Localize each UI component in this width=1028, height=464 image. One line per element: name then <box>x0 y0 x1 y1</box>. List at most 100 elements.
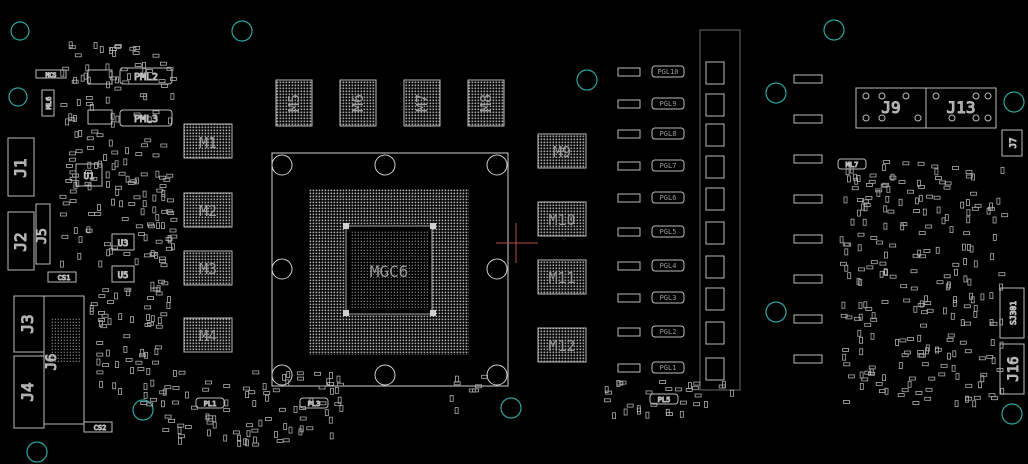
vrm-choke-pgl8: PGL8 <box>617 123 725 147</box>
smd-pad <box>964 321 971 326</box>
smd-pad <box>185 391 189 399</box>
smd-pad <box>912 401 920 406</box>
passive-components <box>59 41 1009 447</box>
smd-pad <box>88 211 95 216</box>
smd-pad <box>69 176 77 181</box>
smd-pad <box>604 398 611 403</box>
smd-pad <box>868 371 875 376</box>
smd-pad <box>990 253 994 261</box>
smd-pad <box>666 412 673 416</box>
memory-chip-m10: M10 <box>537 201 587 237</box>
smd-pad <box>265 394 269 402</box>
smd-pad <box>870 317 878 322</box>
smd-pad <box>90 176 98 181</box>
smd-pad <box>134 177 139 185</box>
smd-pad <box>184 425 192 430</box>
smd-pad <box>943 185 951 190</box>
smd-pad <box>104 242 111 247</box>
smd-pad <box>960 201 964 209</box>
cs2-part <box>83 421 113 433</box>
smd-pad <box>328 416 333 424</box>
smd-pad <box>125 357 133 362</box>
smd-pad <box>604 386 609 394</box>
smd-pad <box>206 420 214 425</box>
smd-pad <box>168 117 172 125</box>
left-bottom-chokes: PL1 PL3 <box>195 397 329 409</box>
smd-pad <box>970 191 977 196</box>
smd-pad <box>170 243 175 251</box>
smd-pad <box>934 168 939 176</box>
smd-pad <box>110 112 115 120</box>
smd-pad <box>94 212 102 216</box>
gpu-core-balls <box>350 230 428 310</box>
smd-pad <box>966 216 971 224</box>
smd-pad <box>955 372 960 380</box>
smd-pad <box>895 338 899 346</box>
smd-pad <box>924 396 932 401</box>
smd-pad <box>119 200 123 208</box>
smd-pad <box>693 381 701 386</box>
mount-hole <box>26 441 48 463</box>
smd-pad <box>990 321 998 326</box>
smd-pad <box>907 189 914 194</box>
smd-pad <box>143 383 148 391</box>
smd-pad <box>329 372 334 379</box>
smd-pad <box>990 339 995 347</box>
smd-pad <box>972 400 977 408</box>
part-label: CS1 <box>58 274 71 282</box>
mount-hole <box>10 21 30 41</box>
smd-pad <box>98 160 102 168</box>
smd-pad <box>659 380 666 385</box>
smd-pad <box>330 387 334 395</box>
smd-pad <box>263 391 271 396</box>
smd-pad <box>861 377 869 382</box>
smd-pad <box>326 378 331 386</box>
smd-pad <box>165 209 173 214</box>
smd-pad <box>106 249 111 257</box>
smd-pad <box>334 402 342 407</box>
smd-pad <box>93 42 98 49</box>
smd-pad <box>913 305 918 313</box>
smd-pad <box>898 362 903 370</box>
smd-pad <box>167 296 171 304</box>
smd-pad <box>127 73 131 81</box>
smd-pad <box>849 166 854 174</box>
smd-pad <box>164 414 172 419</box>
ml7-part <box>837 158 867 170</box>
vrm-choke-pgl1: PGL1 <box>617 357 725 381</box>
smd-pad <box>688 382 692 390</box>
smd-pad <box>858 302 863 310</box>
smd-pad <box>124 287 132 292</box>
capacitor-pad <box>793 114 823 124</box>
smd-pad <box>282 438 290 443</box>
smd-pad <box>884 251 888 259</box>
smd-pad <box>157 279 165 284</box>
smd-pad <box>871 312 876 320</box>
smd-pad <box>126 289 131 297</box>
smd-pad <box>138 232 145 237</box>
smd-pad <box>141 143 148 148</box>
smd-pad <box>999 283 1003 291</box>
part-label: MCS <box>46 72 57 79</box>
smd-pad <box>722 381 726 389</box>
smd-pad <box>965 383 973 388</box>
smd-pad <box>272 388 280 393</box>
chip-label: M2 <box>199 202 217 220</box>
smd-pad <box>924 301 932 306</box>
smd-pad <box>155 170 160 178</box>
smd-pad <box>173 369 177 377</box>
smd-pad <box>111 245 118 250</box>
capacitor-pad <box>793 154 823 164</box>
smd-pad <box>334 386 339 394</box>
smd-pad <box>934 347 942 352</box>
smd-pad <box>283 423 288 430</box>
smd-pad <box>135 360 143 365</box>
smd-pad <box>969 292 973 300</box>
choke-small <box>87 109 113 125</box>
smd-pad <box>96 370 104 375</box>
smd-pad <box>115 361 119 369</box>
smd-pad <box>314 371 322 376</box>
smd-pad <box>842 353 847 361</box>
smd-pad <box>252 370 260 375</box>
smd-pad <box>167 198 174 203</box>
